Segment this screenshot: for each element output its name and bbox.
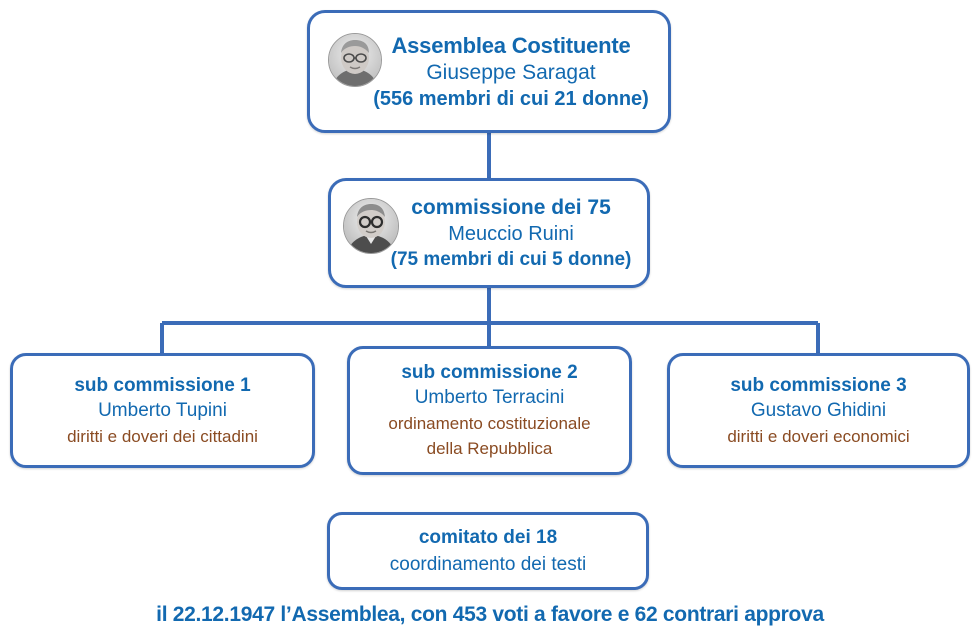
node-sub2-desc-line1: ordinamento costituzionale <box>388 414 591 433</box>
node-sub-commissione-2[interactable]: sub commissione 2 Umberto Terracini ordi… <box>347 346 632 475</box>
node-sub3-desc-line1: diritti e doveri economici <box>727 426 910 446</box>
node-sub2-title: sub commissione 2 <box>401 362 578 383</box>
node-assemblea-costituente[interactable]: Assemblea Costituente Giuseppe Saragat (… <box>307 10 671 133</box>
node-commissione-dei-75[interactable]: commissione dei 75 Meuccio Ruini (75 mem… <box>328 178 650 288</box>
node-commissione-detail: (75 membri di cui 5 donne) <box>390 248 632 270</box>
node-sub-commissione-3[interactable]: sub commissione 3 Gustavo Ghidini diritt… <box>667 353 970 468</box>
node-sub3-title: sub commissione 3 <box>730 374 907 396</box>
node-assemblea-name: Giuseppe Saragat <box>426 60 596 84</box>
portrait-giuseppe-saragat-avatar <box>328 33 382 87</box>
node-comitato-title: comitato dei 18 <box>418 526 558 548</box>
portrait-meuccio-ruini-avatar <box>343 198 399 254</box>
node-comitato-name: coordinamento dei testi <box>389 553 587 575</box>
node-comitato-dei-18[interactable]: comitato dei 18 coordinamento dei testi <box>327 512 649 590</box>
node-assemblea-detail: (556 membri di cui 21 donne) <box>373 87 649 110</box>
node-sub2-desc-line2: della Repubblica <box>426 439 553 458</box>
node-sub1-name: Umberto Tupini <box>98 399 227 421</box>
node-sub1-desc-line1: diritti e doveri dei cittadini <box>67 426 258 446</box>
node-commissione-title: commissione dei 75 <box>411 195 611 219</box>
footer-caption: il 22.12.1947 l’Assemblea, con 453 voti … <box>156 603 824 626</box>
node-sub-commissione-1[interactable]: sub commissione 1 Umberto Tupini diritti… <box>10 353 315 468</box>
node-sub3-name: Gustavo Ghidini <box>750 399 887 421</box>
node-commissione-text: commissione dei 75 Meuccio Ruini (75 mem… <box>347 195 632 272</box>
node-commissione-name: Meuccio Ruini <box>448 222 574 245</box>
node-assemblea-text: Assemblea Costituente Giuseppe Saragat (… <box>329 32 649 112</box>
node-sub2-name: Umberto Terracini <box>414 387 565 408</box>
node-sub1-title: sub commissione 1 <box>74 374 251 396</box>
node-assemblea-title: Assemblea Costituente <box>391 32 631 58</box>
